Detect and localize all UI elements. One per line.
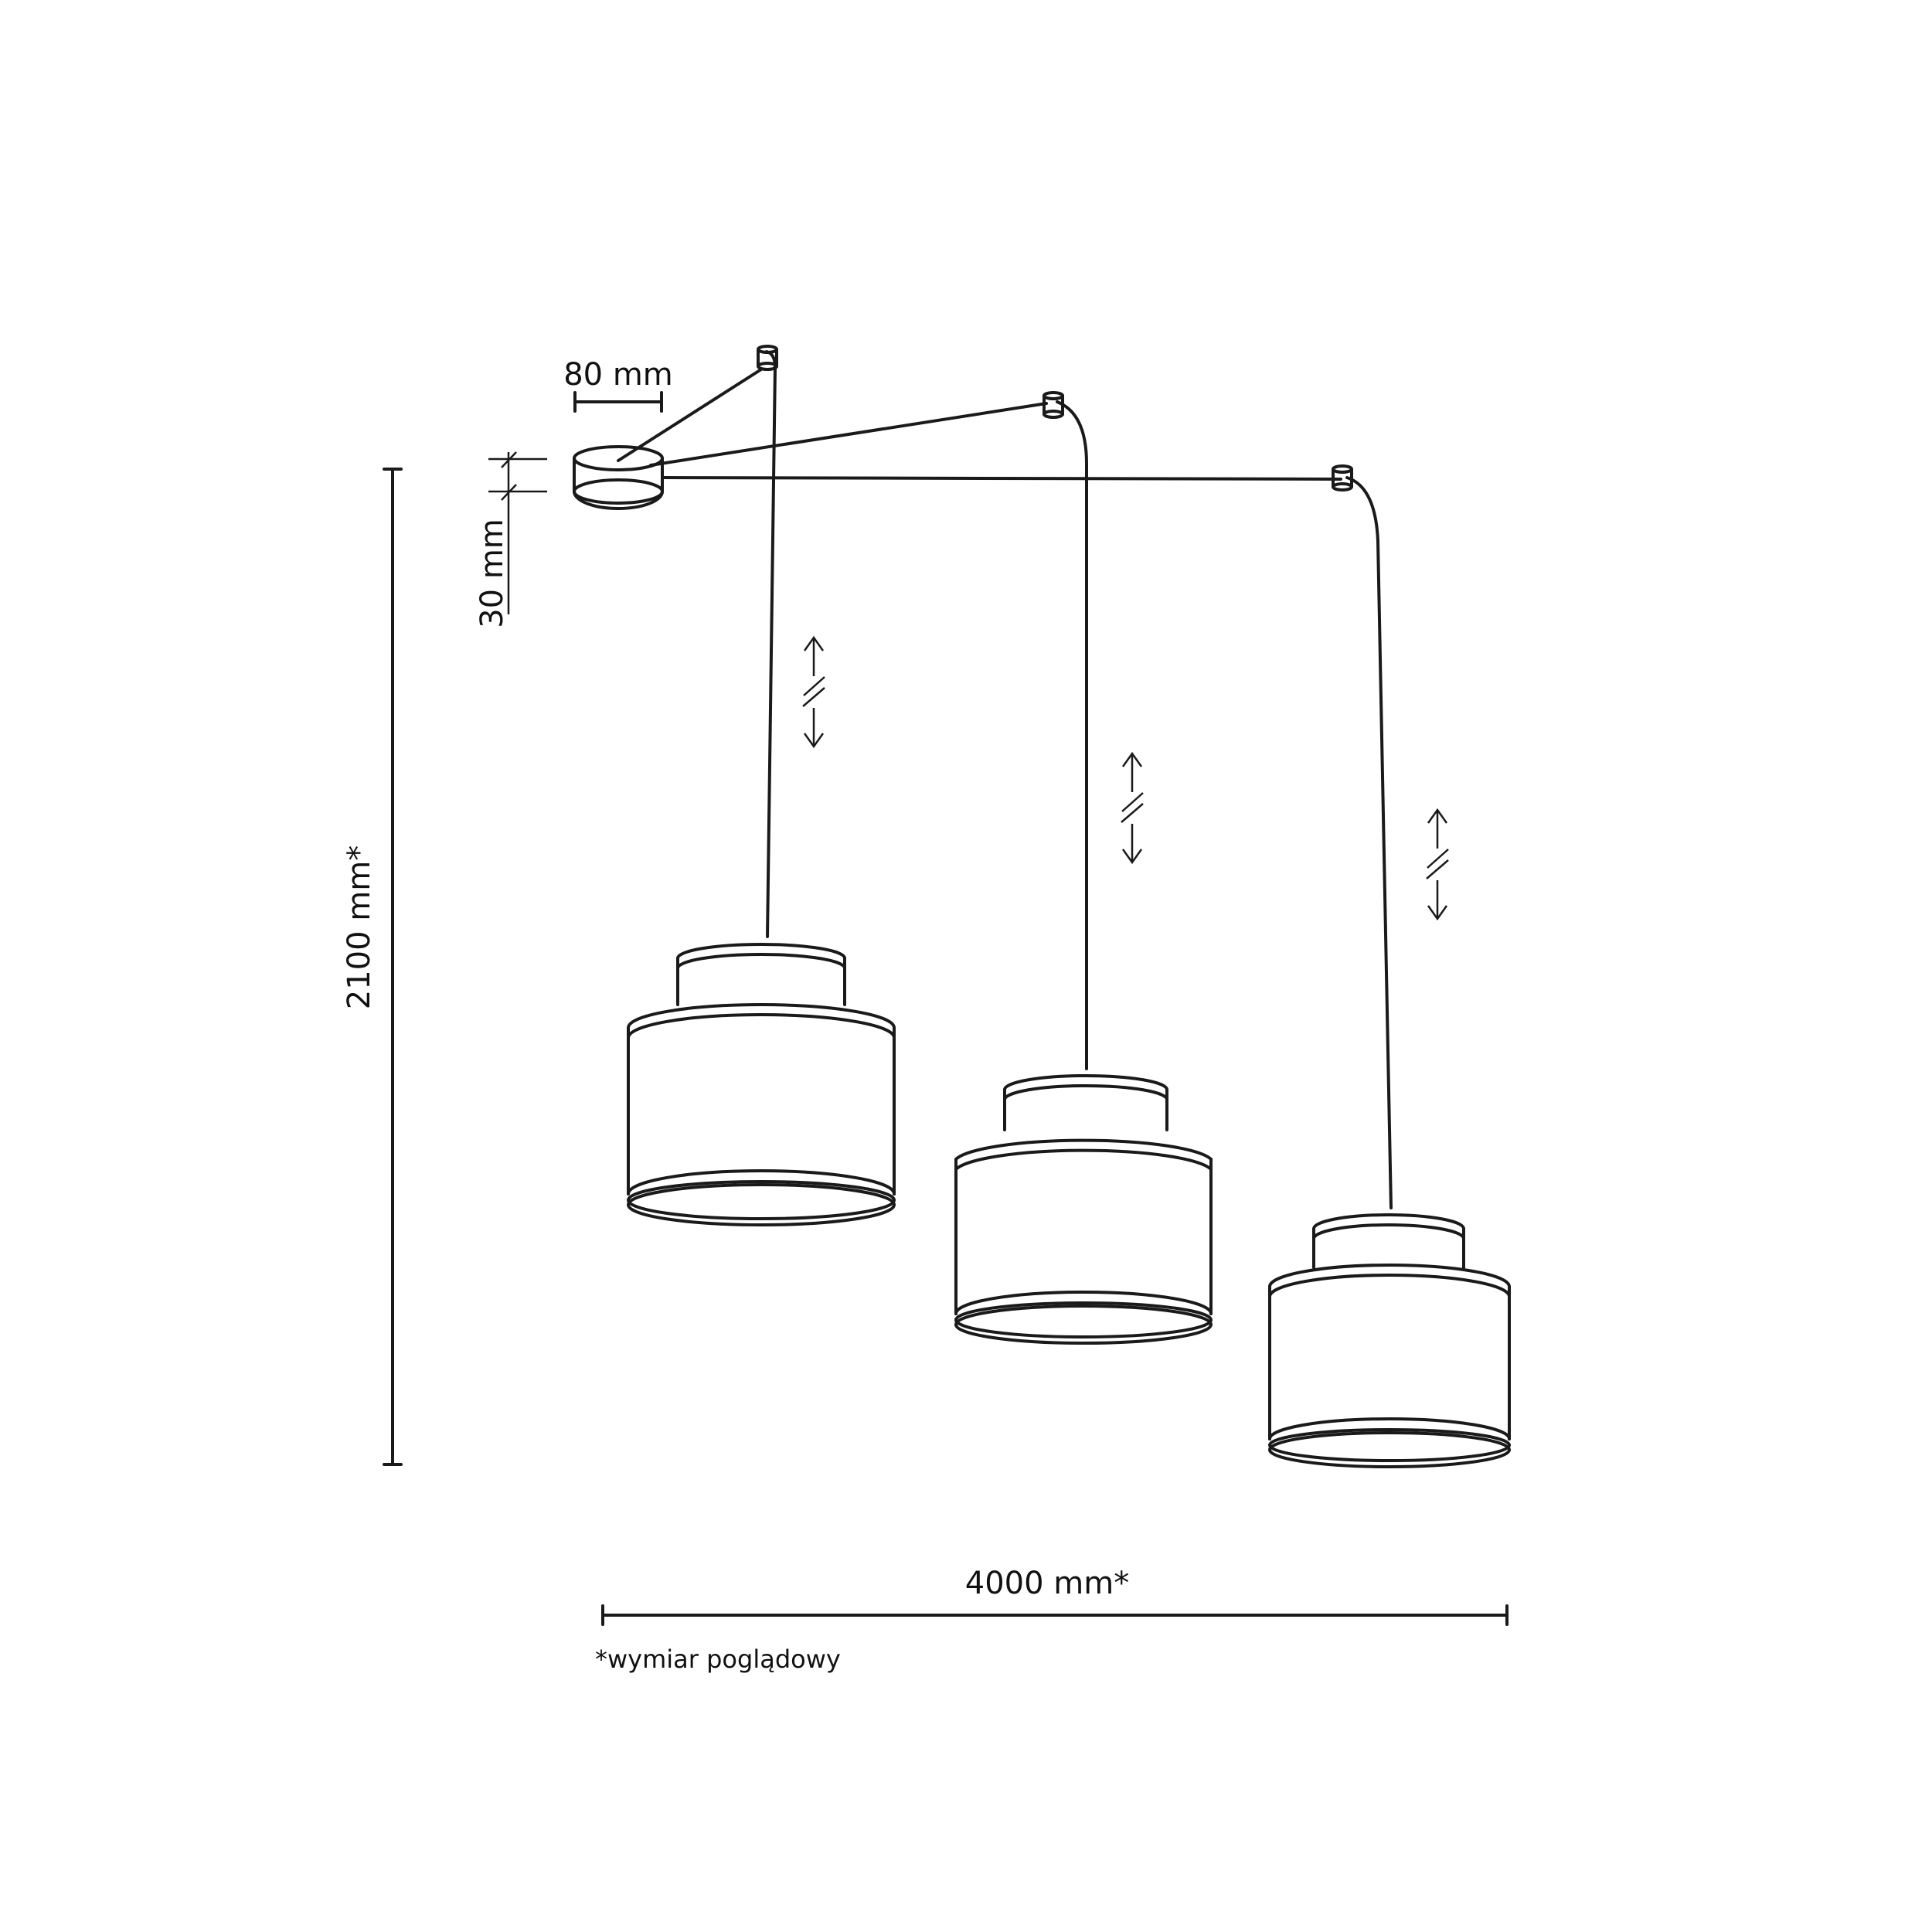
lamp-2 [954, 1074, 1213, 1345]
canopy-diameter-label: 80 mm [563, 357, 673, 393]
ceiling-hook-1 [757, 345, 778, 371]
dimension-canopy-height: 30 mm [474, 451, 547, 628]
dimension-total-height: 2100 mm* [342, 468, 403, 1466]
dimension-total-span: 4000 mm* [601, 1566, 1509, 1626]
ceiling-hook-2 [1043, 391, 1064, 419]
lamp-3 [1268, 1213, 1511, 1468]
dimension-canopy-diameter: 80 mm [563, 357, 673, 413]
lamp-1 [627, 943, 896, 1226]
canopy-height-label: 30 mm [474, 519, 510, 628]
adjust-arrow-1-icon [802, 635, 825, 749]
adjust-arrow-2-icon [1121, 751, 1144, 865]
total-height-label: 2100 mm* [342, 845, 377, 1009]
adjust-arrow-3-icon [1426, 808, 1449, 921]
pendant-cables [766, 366, 1393, 1209]
footnote: *wymiar poglądowy [595, 1645, 841, 1674]
canopy [573, 445, 664, 510]
canopy-cables [617, 368, 1342, 481]
total-span-label: 4000 mm* [965, 1566, 1129, 1601]
